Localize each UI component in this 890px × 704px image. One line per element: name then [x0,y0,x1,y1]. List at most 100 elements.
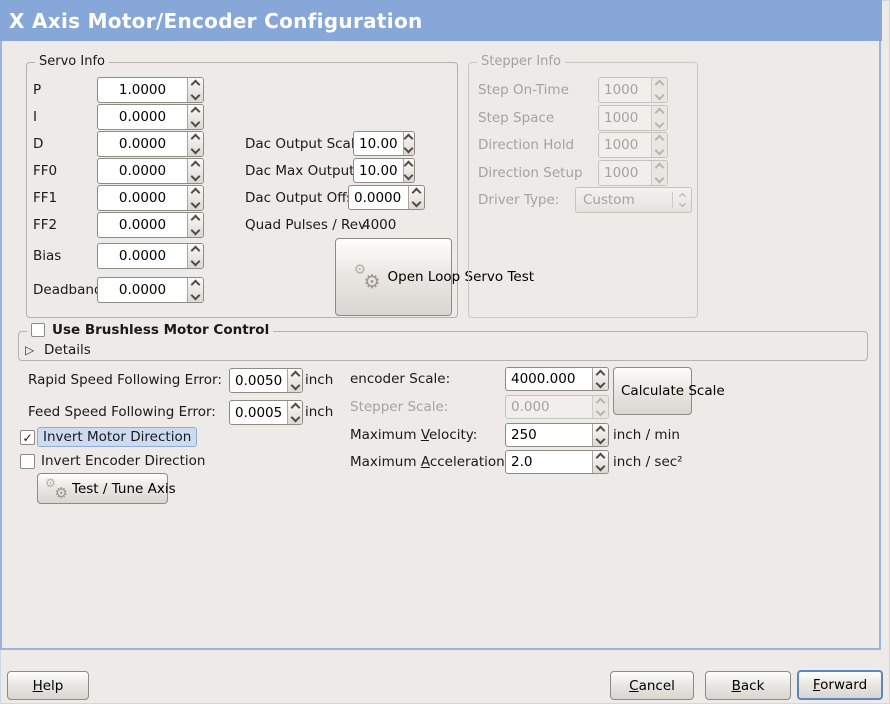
p-spin-arrows[interactable] [187,78,203,102]
spin-down-icon[interactable] [190,225,201,236]
spin-up-icon[interactable] [290,402,301,413]
deadband-input[interactable]: 0.0000 [97,277,204,303]
feed-following-error-label: Feed Speed Following Error: [28,404,216,420]
i-value[interactable]: 0.0000 [118,109,167,125]
rapid-following-error-value[interactable]: 0.0050 [235,372,283,389]
spin-down-icon[interactable] [411,197,422,208]
ff1-value[interactable]: 0.0000 [118,190,167,206]
d-input[interactable]: 0.0000 [97,131,204,157]
p-label: P [33,82,42,98]
max-velocity-input[interactable]: 250 [505,423,609,447]
invert-motor-label[interactable]: Invert Motor Direction [37,427,198,447]
deadband-value[interactable]: 0.0000 [118,282,167,298]
spin-down-icon[interactable] [290,412,301,423]
spin-up-icon[interactable] [190,106,201,117]
encoder-scale-spin-arrows[interactable] [592,368,608,390]
max-accel-label-post: cceleration: [429,454,510,470]
rapid-spin-arrows[interactable] [287,369,302,392]
ff1-input[interactable]: 0.0000 [97,185,204,211]
encoder-scale-input[interactable]: 4000.000 [505,367,609,391]
cancel-mnemonic: C [629,677,639,694]
i-input[interactable]: 0.0000 [97,104,204,130]
spin-down-icon[interactable] [190,256,201,267]
spin-down-icon[interactable] [595,461,606,472]
dac-output-scale-input[interactable]: 10.00 [353,131,415,156]
bias-spin-arrows[interactable] [187,244,203,268]
ff2-spin-arrows[interactable] [187,213,203,237]
dac-output-offset-spin-arrows[interactable] [408,186,424,209]
invert-encoder-label[interactable]: Invert Encoder Direction [41,453,206,469]
open-loop-servo-test-button[interactable]: ⚙ ⚙ Open Loop Servo Test [335,238,534,316]
spin-down-icon[interactable] [595,434,606,445]
feed-following-error-input[interactable]: 0.0005 [229,400,303,425]
help-label: Help [33,678,64,694]
p-input[interactable]: 1.0000 [97,77,204,103]
deadband-spin-arrows[interactable] [187,278,203,302]
back-button[interactable]: Back [705,671,791,700]
ff0-spin-arrows[interactable] [187,159,203,183]
bias-value[interactable]: 0.0000 [118,248,167,264]
ff2-value[interactable]: 0.0000 [118,217,167,233]
rapid-unit-label: inch [305,372,334,388]
feed-following-error-value[interactable]: 0.0005 [235,404,283,421]
dac-max-output-input[interactable]: 10.00 [353,158,415,183]
details-expander-icon[interactable]: ▷ [25,343,35,357]
d-spin-arrows[interactable] [187,132,203,156]
max-velocity-label: Maximum Velocity: [350,423,477,448]
max-acceleration-spin-arrows[interactable] [592,451,608,473]
dac-output-offset-input[interactable]: 0.0000 [348,185,425,210]
spin-up-icon[interactable] [290,370,301,381]
spin-down-icon[interactable] [403,143,414,154]
dac-output-scale-value[interactable]: 10.00 [359,135,398,152]
rapid-following-error-input[interactable]: 0.0050 [229,368,303,393]
forward-button[interactable]: Forward [797,670,883,700]
spin-up-icon[interactable] [411,187,422,198]
p-value[interactable]: 1.0000 [118,82,167,98]
dac-max-output-spin-arrows[interactable] [402,159,414,182]
spin-down-icon[interactable] [190,144,201,155]
ff1-spin-arrows[interactable] [187,186,203,210]
spin-up-icon[interactable] [190,214,201,225]
spin-down-icon[interactable] [403,170,414,181]
invert-motor-checkbox[interactable]: ✓ [20,430,35,445]
use-brushless-checkbox[interactable] [31,323,45,337]
dac-output-offset-value[interactable]: 0.0000 [354,189,402,206]
spin-down-icon[interactable] [190,171,201,182]
feed-spin-arrows[interactable] [287,401,302,424]
help-button[interactable]: Help [7,671,89,700]
max-acceleration-value[interactable]: 2.0 [511,454,533,470]
spin-down-icon[interactable] [190,198,201,209]
cancel-button[interactable]: Cancel [610,671,694,700]
use-brushless-label[interactable]: Use Brushless Motor Control [52,322,270,338]
spin-up-icon[interactable] [403,133,414,144]
spin-down-icon[interactable] [290,380,301,391]
spin-up-icon[interactable] [190,79,201,90]
i-spin-arrows[interactable] [187,105,203,129]
spin-up-icon[interactable] [190,279,201,290]
spin-down-icon[interactable] [190,90,201,101]
spin-down-icon[interactable] [190,117,201,128]
dac-max-output-value[interactable]: 10.00 [359,162,398,179]
spin-up-icon[interactable] [190,160,201,171]
max-velocity-value[interactable]: 250 [511,427,537,443]
direction-setup-input: 1000 [598,160,668,186]
encoder-scale-value[interactable]: 4000.000 [511,371,576,387]
spin-down-icon[interactable] [190,290,201,301]
dac-output-scale-spin-arrows[interactable] [402,132,414,155]
ff2-input[interactable]: 0.0000 [97,212,204,238]
details-expander-label[interactable]: Details [44,342,91,358]
max-velocity-spin-arrows[interactable] [592,424,608,446]
spin-up-icon[interactable] [403,160,414,171]
spin-down-icon[interactable] [595,378,606,389]
bias-input[interactable]: 0.0000 [97,243,204,269]
test-tune-axis-button[interactable]: ⚙ ⚙ Test / Tune Axis [37,473,176,504]
calculate-scale-button[interactable]: Calculate Scale [613,367,725,415]
max-acceleration-input[interactable]: 2.0 [505,450,609,474]
ff0-input[interactable]: 0.0000 [97,158,204,184]
invert-encoder-checkbox[interactable] [20,454,35,469]
spin-up-icon[interactable] [190,245,201,256]
spin-up-icon[interactable] [190,133,201,144]
spin-up-icon[interactable] [190,187,201,198]
ff0-value[interactable]: 0.0000 [118,163,167,179]
d-value[interactable]: 0.0000 [118,136,167,152]
